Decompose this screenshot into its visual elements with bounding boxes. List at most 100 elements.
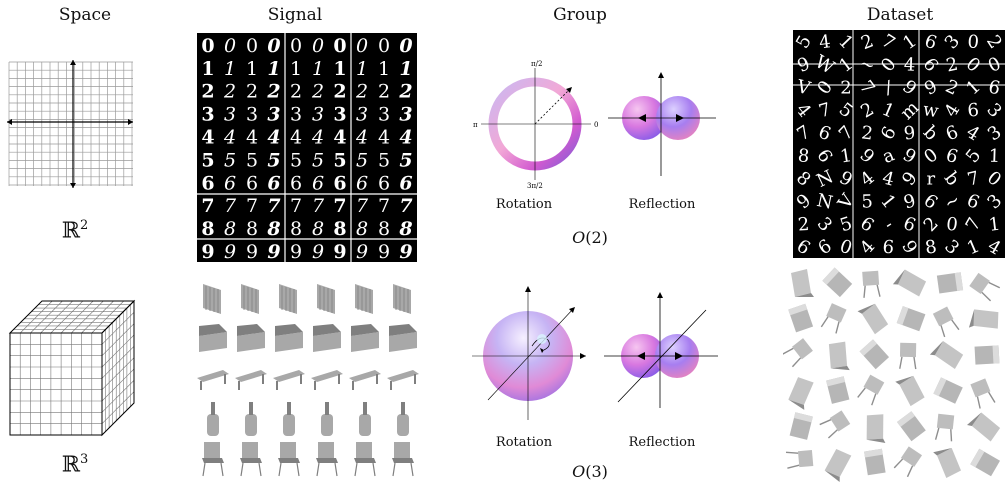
dataset-digit: 7	[962, 214, 986, 234]
mnist-digit: 2	[378, 81, 390, 103]
o3-rotation-label: Rotation	[495, 435, 553, 450]
dataset-digit: 2	[920, 213, 943, 236]
dataset-object	[933, 448, 961, 478]
dataset-digit: 6	[814, 236, 835, 258]
signal-object	[321, 402, 333, 436]
mnist-digit: 4	[290, 127, 302, 149]
tick-left: π	[473, 121, 478, 129]
dataset-object	[933, 377, 963, 404]
o3-rotation-diagram	[472, 286, 586, 420]
mnist-digit: 8	[201, 218, 214, 240]
dataset-object	[783, 338, 813, 368]
dataset-digit: N	[813, 166, 836, 192]
mnist-digit: 1	[399, 58, 412, 80]
dataset-digit: a	[880, 144, 898, 168]
mnist-digit: 3	[399, 104, 412, 126]
mnist-digit: 3	[378, 104, 390, 126]
dataset-digit: 1	[962, 76, 985, 99]
dataset-digit: 6	[967, 100, 980, 122]
mnist-digit: 8	[290, 218, 302, 240]
dataset-object	[788, 303, 814, 333]
mnist-digit: 8	[333, 218, 346, 240]
mnist-digit: 1	[246, 58, 258, 80]
dataset-digit: 6	[882, 237, 895, 258]
mnist-digit: 7	[399, 195, 412, 217]
dataset-object	[789, 412, 813, 440]
dataset-digit: 3	[982, 99, 1005, 122]
mnist-digit: 2	[355, 81, 368, 103]
mnist-digit: 8	[356, 218, 368, 240]
o2-rotation-diagram: π/2 π 0 3π/2	[473, 60, 598, 190]
dataset-object	[820, 303, 847, 334]
header-dataset: Dataset	[866, 5, 934, 25]
signal-object	[355, 284, 373, 314]
mnist-digit: 4	[355, 127, 368, 149]
dataset-digit: 1	[834, 31, 857, 54]
signal-object	[207, 402, 219, 436]
dataset-digit: 6	[922, 31, 939, 55]
mnist-digit: 0	[356, 35, 368, 57]
dataset-digit: 2	[797, 214, 810, 236]
o3-reflection-diagram	[604, 292, 718, 408]
dataset-digit: b	[919, 122, 942, 145]
dataset-object	[828, 341, 850, 371]
mnist-digit: 5	[224, 149, 236, 171]
dataset-object	[974, 345, 1000, 365]
mnist-digit: 8	[312, 218, 324, 240]
dataset-digit: 6	[943, 122, 961, 146]
dataset-digit: 4	[793, 99, 815, 121]
signal-object	[278, 442, 300, 477]
mnist-digit: 9	[224, 241, 236, 262]
dataset-digit: 1	[879, 99, 898, 123]
dataset-digit: 6	[900, 213, 918, 237]
r2-grid-diagram	[7, 60, 133, 188]
dataset-digit: V	[834, 190, 860, 214]
mnist-digit: 7	[201, 195, 214, 217]
dataset-digit: 0	[962, 53, 984, 76]
dataset-object	[896, 306, 926, 332]
mnist-digit: 3	[356, 104, 368, 126]
tick-bottom: 3π/2	[527, 182, 543, 190]
dataset-digit: 1	[988, 146, 1000, 167]
dataset-digit: 6	[964, 190, 983, 214]
mnist-digit: 9	[356, 241, 368, 262]
dataset-digit: 0	[837, 236, 855, 258]
dataset-object	[857, 374, 885, 406]
dataset-digit: 4	[903, 54, 915, 75]
mnist-digit: 4	[378, 127, 390, 149]
mnist-digit: 5	[356, 149, 368, 171]
mnist-digit: 3	[201, 104, 214, 126]
dataset-digit: 3	[983, 190, 1005, 213]
mnist-digit: 4	[246, 127, 258, 149]
dataset-digit: r	[926, 169, 935, 190]
mnist-digit: 9	[290, 241, 302, 262]
dataset-digit: 6	[943, 145, 960, 168]
dataset-digit: 3	[941, 31, 964, 53]
dataset-digit: 4	[963, 121, 984, 145]
mnist-digit: 8	[246, 218, 258, 240]
mnist-digit: 1	[267, 58, 280, 80]
dataset-digit: 6	[812, 146, 836, 167]
mnist-digit: 2	[398, 81, 412, 103]
signal-object	[397, 402, 409, 436]
dataset-digit: 2	[982, 32, 1005, 53]
dataset-object	[936, 272, 964, 294]
dataset-digit: 0	[877, 54, 901, 76]
mnist-digit: 4	[311, 127, 324, 149]
dataset-digit: 7	[817, 99, 834, 122]
mnist-digit: 9	[399, 241, 412, 262]
mnist-digit: 3	[267, 104, 280, 126]
signal-object	[316, 442, 338, 477]
mnist-digit: 0	[378, 35, 390, 57]
dataset-digit: 1	[987, 214, 1001, 236]
mnist-digit: 6	[378, 172, 390, 194]
dataset-digit: 4	[818, 31, 832, 53]
o2-reflection-diagram	[608, 72, 716, 176]
dataset-digit: ~	[857, 53, 877, 77]
dataset-digit: 9	[855, 145, 878, 168]
dataset-object	[969, 272, 1001, 302]
dataset-object	[970, 378, 996, 409]
signal-object	[275, 324, 303, 352]
